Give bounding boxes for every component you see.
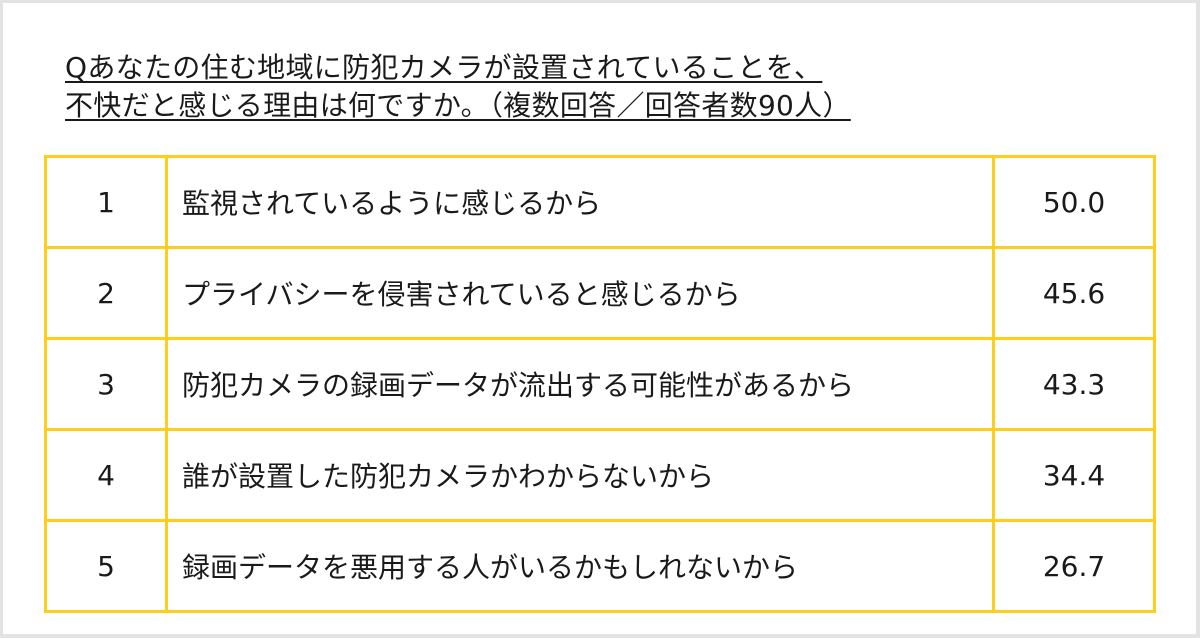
title-line-1: Qあなたの住む地域に防犯カメラが設置されていることを、 <box>65 51 823 84</box>
rank-cell: 2 <box>44 246 168 340</box>
title-line-2: 不快だと感じる理由は何ですか。（複数回答／回答者数90人） <box>65 89 851 122</box>
table-row: 2 プライバシーを侵害されていると感じるから 45.6 <box>44 246 1156 340</box>
table-row: 3 防犯カメラの録画データが流出する可能性があるから 43.3 <box>44 337 1156 431</box>
reason-cell: 監視されているように感じるから <box>165 155 995 249</box>
percent-cell: 43.3 <box>992 337 1156 431</box>
reason-cell: 防犯カメラの録画データが流出する可能性があるから <box>165 337 995 431</box>
rank-cell: 5 <box>44 519 168 613</box>
table-row: 4 誰が設置した防犯カメラかわからないから 34.4 <box>44 428 1156 522</box>
percent-cell: 26.7 <box>992 519 1156 613</box>
percent-cell: 34.4 <box>992 428 1156 522</box>
reason-cell: プライバシーを侵害されていると感じるから <box>165 246 995 340</box>
rank-cell: 3 <box>44 337 168 431</box>
ranking-table: 1 監視されているように感じるから 50.0 2 プライバシーを侵害されていると… <box>44 155 1156 613</box>
table-row: 1 監視されているように感じるから 50.0 <box>44 155 1156 249</box>
percent-cell: 45.6 <box>992 246 1156 340</box>
reason-cell: 誰が設置した防犯カメラかわからないから <box>165 428 995 522</box>
rank-cell: 4 <box>44 428 168 522</box>
table-row: 5 録画データを悪用する人がいるかもしれないから 26.7 <box>44 519 1156 613</box>
chart-title: Qあなたの住む地域に防犯カメラが設置されていることを、 不快だと感じる理由は何で… <box>65 49 851 125</box>
percent-cell: 50.0 <box>992 155 1156 249</box>
rank-cell: 1 <box>44 155 168 249</box>
reason-cell: 録画データを悪用する人がいるかもしれないから <box>165 519 995 613</box>
